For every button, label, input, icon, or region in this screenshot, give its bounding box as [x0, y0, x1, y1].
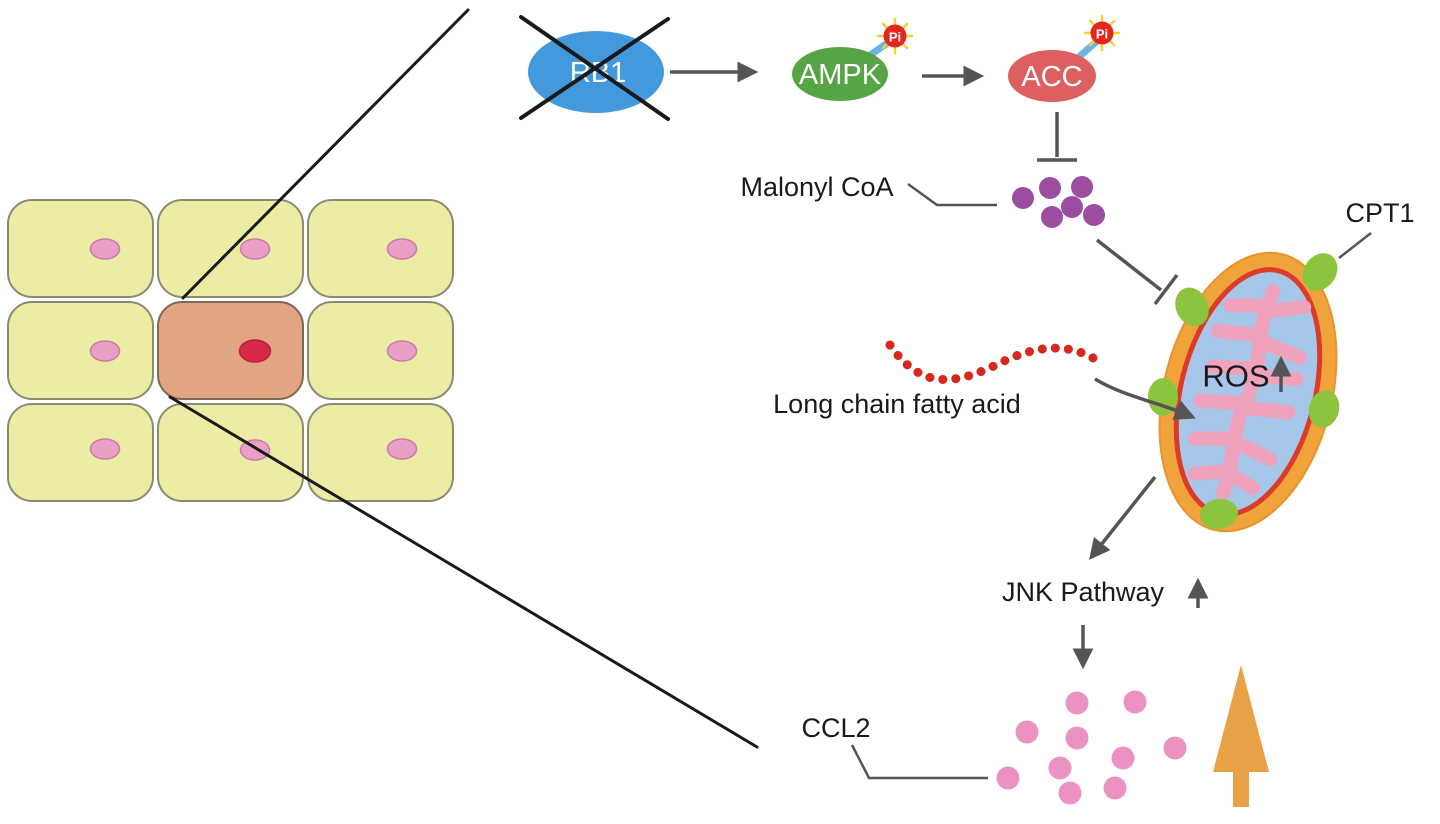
acc-node: Pi ACC [1008, 14, 1121, 102]
inhibition-malonyl-cpt1 [1095, 238, 1179, 306]
phosphate-circle [1090, 21, 1114, 45]
cpt1-label-group: CPT1 [1338, 198, 1415, 259]
zoom-line-bottom [168, 395, 759, 749]
tissue-cell [307, 301, 454, 400]
inhibition-bar [1153, 273, 1179, 306]
rb1-node: RB1 [519, 15, 670, 121]
ccl2-dot [1065, 691, 1089, 715]
cell-nucleus [89, 238, 121, 260]
ccl2-dot [996, 766, 1020, 790]
cpt1-pointer-line [1338, 232, 1372, 259]
ccl2-dot [1123, 690, 1147, 714]
cell-nucleus [386, 340, 418, 362]
cpt1-site [1308, 390, 1340, 428]
fatty-acid-group: Long chain fatty acid [773, 340, 1196, 420]
ccl2-dot [1163, 736, 1187, 760]
pi-label: Pi [1096, 27, 1108, 42]
fatty-acid-label: Long chain fatty acid [773, 389, 1021, 419]
malonyl-pointer-line [907, 182, 997, 207]
ampk-label: AMPK [799, 59, 882, 91]
zoom-line-top [181, 8, 470, 300]
malonyl-dot [1071, 176, 1093, 198]
big-up-arrow-icon [1213, 665, 1269, 807]
tissue-cell [307, 403, 454, 502]
ccl2-pointer-line [850, 744, 988, 780]
arrow-mito-to-jnk [1089, 475, 1157, 560]
cpt1-site [1148, 378, 1178, 416]
malonyl-dot [1012, 187, 1034, 209]
tissue-cell [7, 403, 154, 502]
malonyl-dot [1041, 206, 1063, 228]
tissue-cell [7, 199, 154, 298]
tissue-cell [157, 403, 304, 502]
pi-label: Pi [889, 30, 901, 45]
malonyl-coa-label: Malonyl CoA [740, 172, 893, 202]
ros-group: ROS [1202, 355, 1292, 394]
malonyl-dot [1061, 196, 1083, 218]
cpt1-sites [1148, 253, 1340, 530]
inhibition-stem [1095, 238, 1163, 292]
tissue-cell-highlighted [157, 301, 304, 400]
ros-label: ROS [1202, 359, 1269, 394]
tissue-cell-grid [7, 199, 454, 502]
jnk-pathway-label: JNK Pathway [1002, 577, 1165, 607]
highlighted-cell-nucleus [238, 339, 272, 363]
arrow-fatty-acid-into-mito [1094, 377, 1196, 420]
cell-nucleus [89, 438, 121, 460]
malonyl-dot [1083, 204, 1105, 226]
cell-nucleus [89, 340, 121, 362]
cell-nucleus [239, 238, 271, 260]
mito-cristae [1187, 284, 1312, 500]
inhibition-acc-malonyl [1037, 112, 1077, 162]
ccl2-dot [1103, 776, 1127, 800]
cpt1-label: CPT1 [1345, 198, 1414, 228]
ccl2-dot [1058, 781, 1082, 805]
ccl2-dot [1048, 756, 1072, 780]
malonyl-dot [1039, 177, 1061, 199]
ccl2-label: CCL2 [801, 713, 870, 743]
ccl2-group: CCL2 [801, 690, 1187, 805]
ccl2-dot [1111, 746, 1135, 770]
jnk-group: JNK Pathway [1002, 577, 1209, 608]
tissue-cell [307, 199, 454, 298]
phosphate-link [1076, 38, 1100, 60]
tissue-cell [7, 301, 154, 400]
fatty-acid-chain [885, 340, 1103, 384]
malonyl-coa-group: Malonyl CoA [740, 172, 1105, 228]
cell-nucleus [386, 238, 418, 260]
cpt1-site [1200, 498, 1238, 530]
ampk-shape [792, 47, 888, 101]
ccl2-dot [1065, 726, 1089, 750]
acc-shape [1008, 50, 1096, 102]
ccl2-dot [1015, 720, 1039, 744]
phosphate-circle [883, 24, 907, 48]
cross-out-line [519, 17, 670, 120]
cpt1-site [1175, 287, 1209, 327]
cpt1-site [1302, 253, 1338, 291]
cell-nucleus [386, 438, 418, 460]
acc-label: ACC [1021, 61, 1082, 93]
ampk-node: Pi AMPK [792, 17, 914, 101]
